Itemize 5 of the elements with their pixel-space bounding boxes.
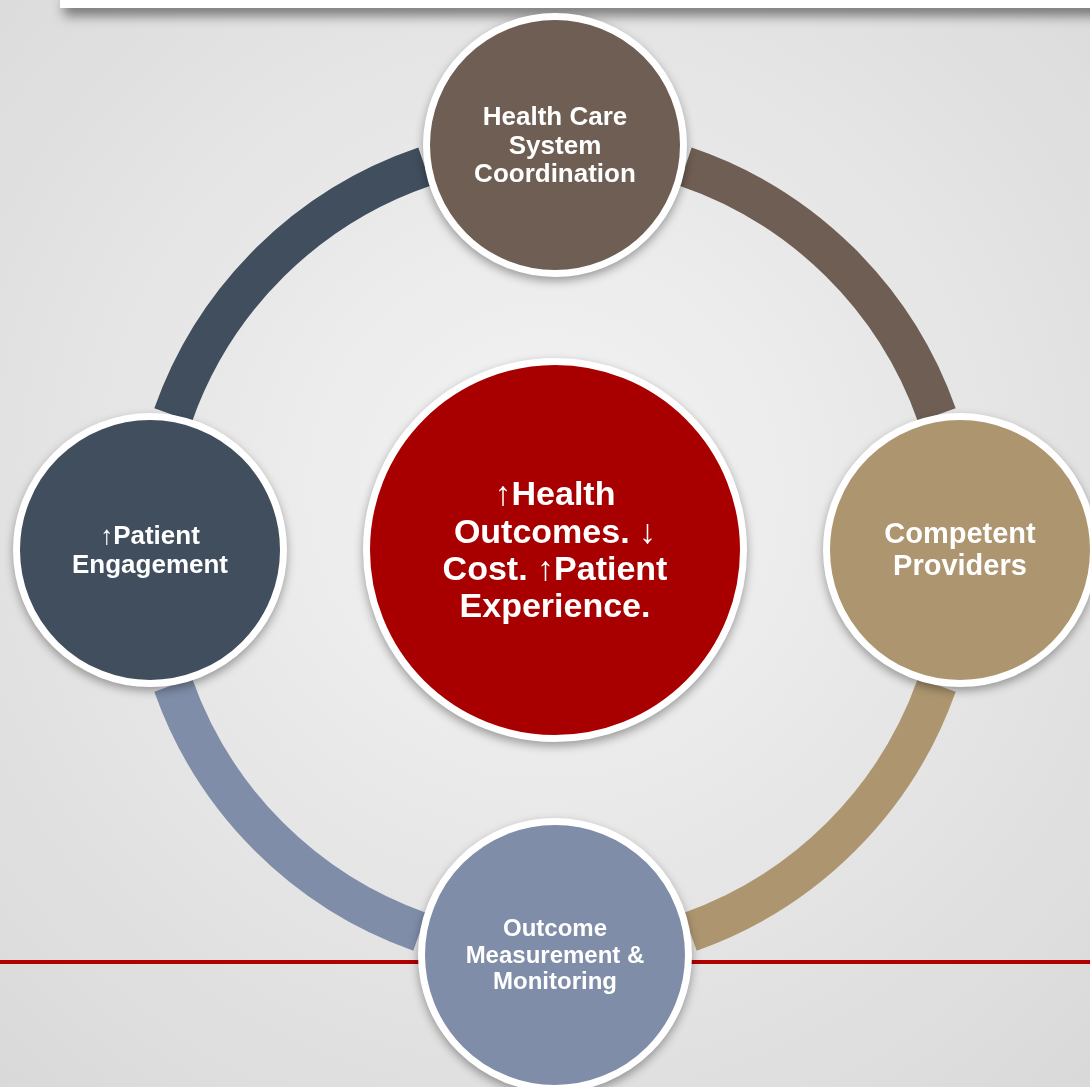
node-label: ↑Health Outcomes. ↓ Cost. ↑Patient Experience.: [441, 475, 669, 625]
node-label: Health Care System Coordination: [473, 102, 637, 188]
node-label: Outcome Measurement & Monitoring: [464, 915, 646, 995]
node-label: Competent Providers: [883, 518, 1037, 582]
node-label: ↑Patient Engagement: [71, 521, 229, 579]
